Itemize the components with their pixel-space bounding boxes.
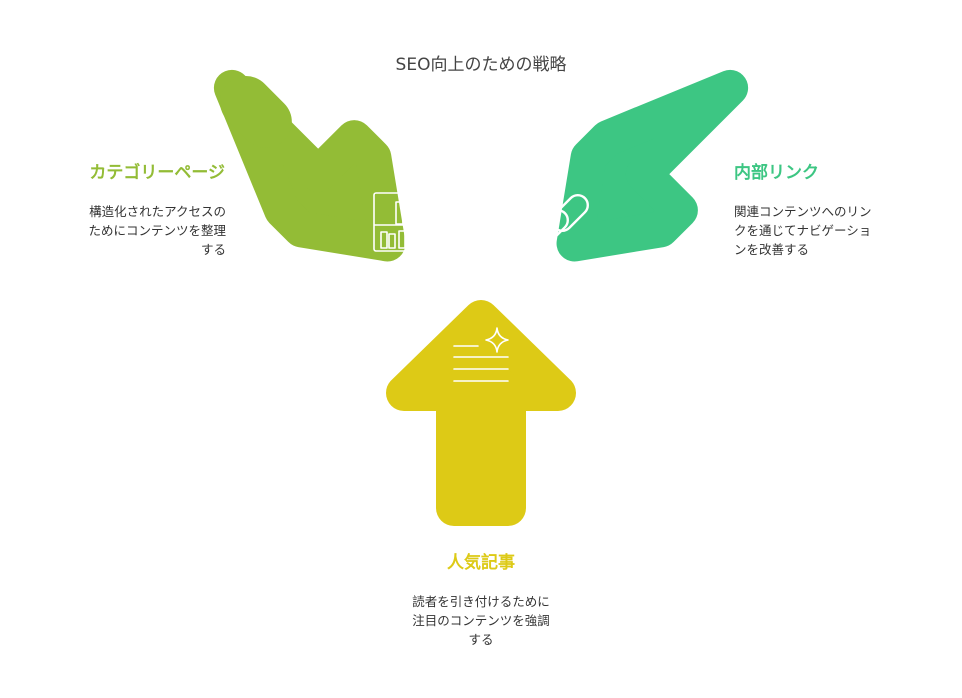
category-arrow-shape <box>213 69 406 262</box>
bookshelf-icon <box>373 192 433 252</box>
internal-description-line: 関連コンテンツへのリン <box>734 204 872 219</box>
category-arrow <box>213 69 406 262</box>
popular-arrow <box>386 300 576 526</box>
popular-description: 読者を引き付けるために 注目のコンテンツを強調 する <box>0 592 962 649</box>
diagram-title: SEO向上のための戦略 <box>395 55 567 75</box>
popular-description-line: 読者を引き付けるために <box>412 594 550 609</box>
category-arrow-shaft <box>220 76 292 148</box>
internal-arrow-shape <box>556 69 749 262</box>
internal-heading: 内部リンク <box>734 163 819 183</box>
category-description-line: 構造化されたアクセスの <box>89 204 226 219</box>
category-description-line: ためにコンテンツを整理 <box>88 223 226 238</box>
internal-arrow <box>556 69 749 262</box>
popular-description-line: 注目のコンテンツを強調 <box>412 613 550 628</box>
popular-heading: 人気記事 <box>447 553 515 573</box>
popular-arrow-shape <box>386 300 576 526</box>
category-heading: カテゴリーページ <box>89 163 225 183</box>
internal-description-line: クを通じてナビゲーショ <box>734 223 872 238</box>
article-sparkle-icon <box>453 327 509 382</box>
popular-description-line: する <box>468 632 494 647</box>
category-description: 構造化されたアクセスの ためにコンテンツを整理 する <box>88 202 226 259</box>
internal-description: 関連コンテンツへのリン クを通じてナビゲーショ ンを改善する <box>734 202 872 259</box>
chain-link-icon <box>531 194 589 247</box>
category-description-line: する <box>200 242 226 257</box>
internal-description-line: ンを改善する <box>734 242 810 257</box>
